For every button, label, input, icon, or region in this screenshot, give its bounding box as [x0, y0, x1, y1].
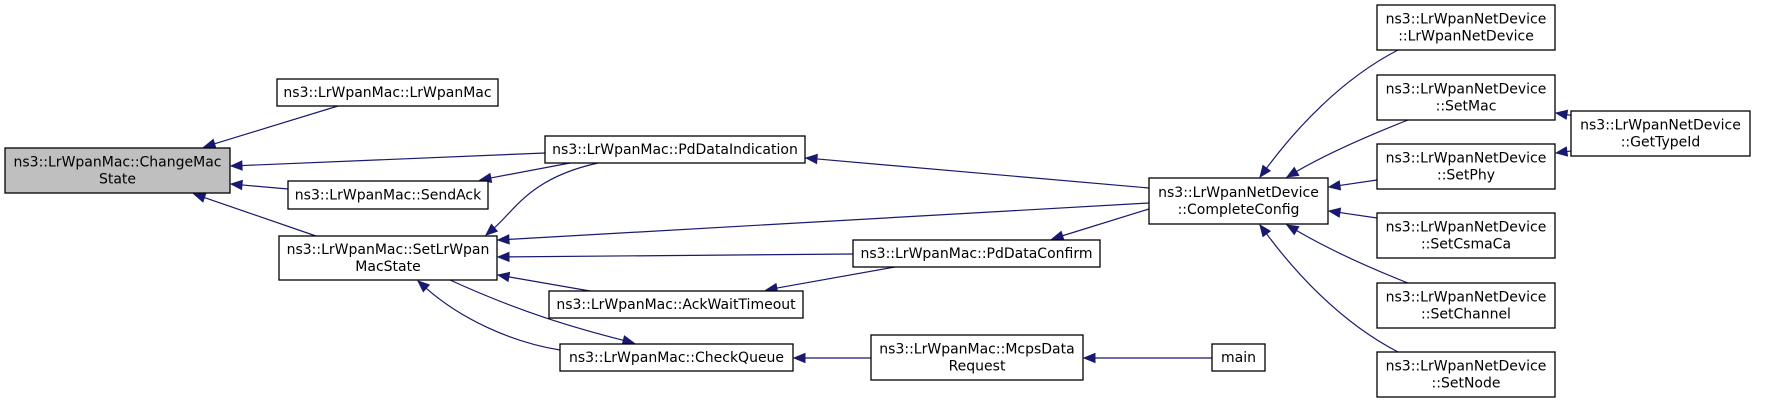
node-box[interactable] — [278, 235, 498, 281]
node-box[interactable] — [559, 343, 794, 372]
node-label-line: ns3::LrWpanNetDevice — [1386, 220, 1547, 236]
node-check-queue[interactable]: ns3::LrWpanMac::CheckQueue — [559, 343, 794, 372]
node-box[interactable] — [548, 290, 804, 319]
node-main[interactable]: main — [1211, 343, 1266, 372]
node-complete-config[interactable]: ns3::LrWpanNetDevice::CompleteConfig — [1148, 177, 1329, 225]
edge-pd-data-confirm-to-set-lrwpan-mac-state — [496, 251, 854, 263]
edges — [192, 49, 1609, 364]
node-box[interactable] — [1376, 74, 1556, 121]
node-set-phy[interactable]: ns3::LrWpanNetDevice::SetPhy — [1376, 143, 1556, 190]
node-box[interactable] — [1376, 212, 1556, 259]
edge-complete-config-to-pd-data-confirm — [1050, 208, 1150, 241]
edge-ack-wait-timeout-to-set-lrwpan-mac-state — [496, 271, 591, 292]
node-box[interactable] — [870, 334, 1084, 381]
node-label-line: ns3::LrWpanNetDevice — [1386, 359, 1547, 375]
node-send-ack[interactable]: ns3::LrWpanMac::SendAck — [287, 180, 489, 210]
node-box[interactable] — [1376, 143, 1556, 190]
node-set-channel[interactable]: ns3::LrWpanNetDevice::SetChannel — [1376, 282, 1556, 329]
edge-mcps-data-request-to-check-queue — [792, 352, 871, 364]
edge-send-ack-to-change-mac-state — [229, 179, 289, 191]
node-label-line: ns3::LrWpanMac::LrWpanMac — [283, 85, 491, 101]
node-label-line: ns3::LrWpanNetDevice — [1386, 290, 1547, 306]
node-box[interactable] — [1211, 343, 1266, 372]
edge-pd-data-indication-to-change-mac-state — [229, 152, 546, 171]
node-set-mac[interactable]: ns3::LrWpanNetDevice::SetMac — [1376, 74, 1556, 121]
node-label-line: ns3::LrWpanMac::SendAck — [295, 188, 482, 204]
node-label-line: ::SetPhy — [1437, 168, 1495, 184]
node-label-line: ns3::LrWpanMac::PdDataConfirm — [861, 246, 1093, 262]
node-ack-wait-timeout[interactable]: ns3::LrWpanMac::AckWaitTimeout — [548, 290, 804, 319]
node-box[interactable] — [544, 135, 806, 164]
edge-netdevice-ctor-to-complete-config — [1259, 49, 1399, 179]
node-label-line: MacState — [355, 259, 420, 275]
node-label-line: ns3::LrWpanMac::ChangeMac — [14, 155, 222, 171]
node-label-line: main — [1221, 350, 1256, 366]
edge-complete-config-to-pd-data-indication — [804, 153, 1150, 189]
edge-set-csma-ca-to-complete-config — [1327, 207, 1378, 219]
node-box[interactable] — [1376, 282, 1556, 329]
nodes: ns3::LrWpanMac::ChangeMacStatens3::LrWpa… — [4, 4, 1751, 398]
node-label-line: ::GetTypeId — [1621, 135, 1701, 151]
node-label-line: ns3::LrWpanMac::CheckQueue — [569, 350, 784, 366]
edge-set-node-to-complete-config — [1259, 223, 1399, 353]
node-label-line: State — [99, 172, 136, 188]
node-label-line: ::CompleteConfig — [1178, 202, 1300, 218]
edge-lrwpanmac-ctor-to-change-mac-state — [202, 105, 339, 149]
edge-complete-config-to-set-lrwpan-mac-state — [496, 202, 1150, 245]
node-box[interactable] — [1376, 351, 1556, 398]
edge-check-queue-to-set-lrwpan-mac-state — [417, 280, 561, 351]
node-label-line: ns3::LrWpanNetDevice — [1386, 82, 1547, 98]
node-label-line: ::SetNode — [1432, 376, 1501, 392]
node-lrwpanmac-ctor[interactable]: ns3::LrWpanMac::LrWpanMac — [276, 78, 499, 107]
edge-set-phy-to-complete-config — [1327, 179, 1378, 191]
edge-set-channel-to-complete-config — [1285, 224, 1409, 284]
edge-main-to-mcps-data-request — [1082, 352, 1212, 364]
node-label-line: ::SetChannel — [1421, 307, 1511, 323]
node-box[interactable] — [852, 239, 1101, 268]
node-label-line: ::SetMac — [1436, 99, 1497, 115]
node-label-line: ns3::LrWpanNetDevice — [1386, 12, 1547, 28]
node-label-line: ::SetCsmaCa — [1421, 237, 1511, 253]
node-set-node[interactable]: ns3::LrWpanNetDevice::SetNode — [1376, 351, 1556, 398]
edge-pd-data-indication-to-send-ack — [478, 162, 571, 184]
node-box[interactable] — [4, 147, 231, 194]
node-label-line: ns3::LrWpanNetDevice — [1158, 185, 1319, 201]
node-box[interactable] — [287, 180, 489, 210]
node-set-csma-ca[interactable]: ns3::LrWpanNetDevice::SetCsmaCa — [1376, 212, 1556, 259]
node-label-line: ns3::LrWpanMac::AckWaitTimeout — [556, 297, 796, 313]
node-label-line: Request — [949, 359, 1006, 375]
node-netdevice-ctor[interactable]: ns3::LrWpanNetDevice::LrWpanNetDevice — [1376, 4, 1556, 51]
node-pd-data-indication[interactable]: ns3::LrWpanMac::PdDataIndication — [544, 135, 806, 164]
node-pd-data-confirm[interactable]: ns3::LrWpanMac::PdDataConfirm — [852, 239, 1101, 268]
node-label-line: ns3::LrWpanMac::SetLrWpan — [287, 242, 490, 258]
node-label-line: ::LrWpanNetDevice — [1398, 29, 1534, 45]
edge-pd-data-indication-to-set-lrwpan-mac-state — [484, 162, 599, 236]
node-label-line: ns3::LrWpanNetDevice — [1386, 151, 1547, 167]
node-box[interactable] — [1148, 177, 1329, 225]
node-box[interactable] — [1570, 110, 1751, 157]
node-box[interactable] — [276, 78, 499, 107]
edge-pd-data-confirm-to-ack-wait-timeout — [764, 266, 896, 294]
node-get-type-id[interactable]: ns3::LrWpanNetDevice::GetTypeId — [1570, 110, 1751, 157]
node-label-line: ns3::LrWpanMac::McpsData — [879, 342, 1074, 358]
edge-set-mac-to-complete-config — [1285, 119, 1409, 178]
node-box[interactable] — [1376, 4, 1556, 51]
node-label-line: ns3::LrWpanNetDevice — [1580, 118, 1741, 134]
edge-set-lrwpan-mac-state-to-change-mac-state — [192, 192, 317, 237]
node-label-line: ns3::LrWpanMac::PdDataIndication — [552, 142, 798, 158]
